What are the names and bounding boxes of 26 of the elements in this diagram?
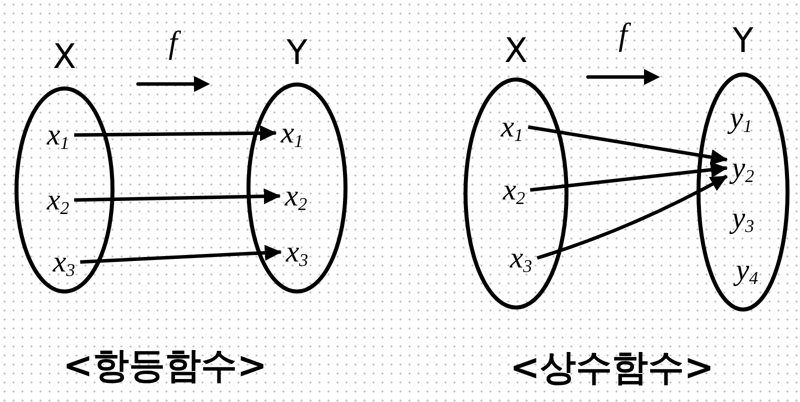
element-label: x$_{1}$ [44, 118, 72, 152]
element-label: y$_{3}$ [728, 202, 758, 234]
element-label: x$_{2}$ [44, 184, 72, 216]
set-label: Y [732, 24, 754, 58]
element-label: y$_{4}$ [732, 254, 762, 286]
element-label: x$_{3}$ [50, 246, 78, 278]
arrow [74, 125, 277, 142]
element-label: x$_{1}$ [498, 110, 526, 144]
function-label: f [610, 14, 636, 54]
element-label: x$_{3}$ [282, 236, 312, 268]
element-label: y$_{2}$ [728, 152, 758, 184]
arrow [530, 162, 728, 192]
caption: <항등함수> [62, 344, 268, 388]
set-label: X [503, 34, 529, 68]
arrow [80, 244, 282, 264]
function-label: f [160, 22, 186, 62]
arrow [74, 188, 281, 204]
caption: <상수함수> [510, 346, 714, 390]
element-label: x$_{1}$ [278, 116, 306, 150]
set-label: Y [286, 36, 308, 70]
element-label: x$_{2}$ [500, 174, 528, 206]
arrow [528, 125, 728, 166]
element-label: x$_{3}$ [506, 242, 536, 274]
set-label: X [52, 40, 78, 74]
element-label: y$_{1}$ [726, 102, 756, 134]
element-label: x$_{2}$ [282, 180, 310, 212]
